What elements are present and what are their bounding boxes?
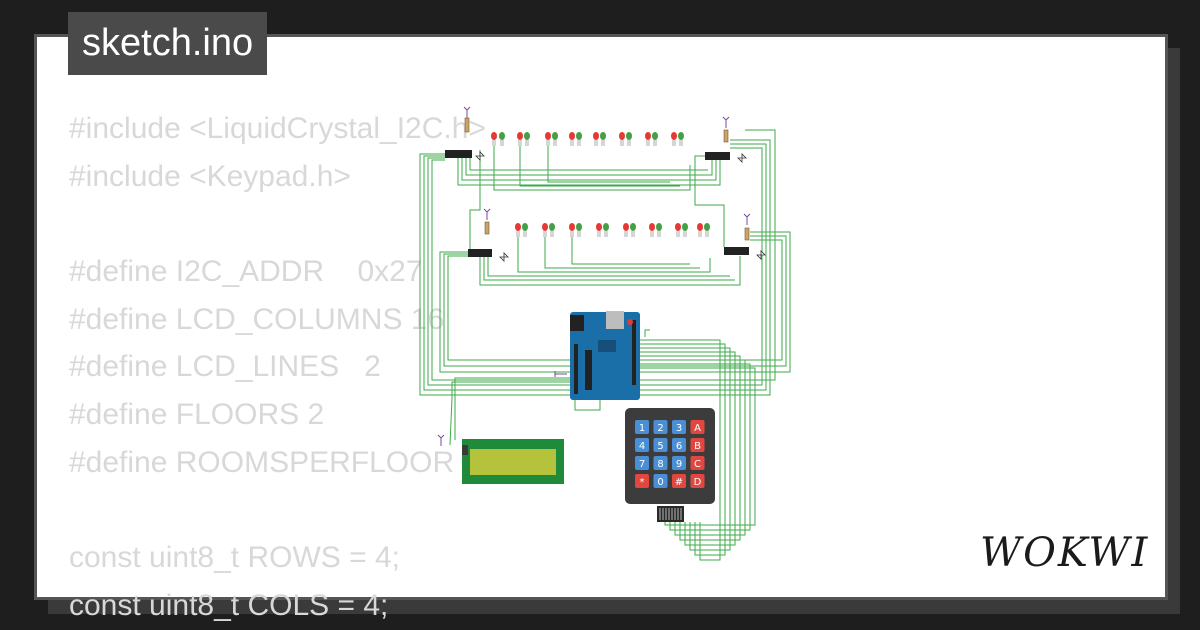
led — [593, 132, 599, 146]
code-line: #include <Keypad.h> — [69, 159, 351, 193]
svg-text:A: A — [694, 423, 701, 434]
led — [656, 223, 662, 237]
lcd-display — [462, 439, 564, 484]
led — [603, 223, 609, 237]
wokwi-logo: WOKWI — [980, 530, 1149, 576]
svg-text:C: C — [694, 459, 701, 470]
svg-text:*: * — [640, 477, 645, 488]
code-line: #include <LiquidCrystal_I2C.h> — [69, 112, 486, 145]
led — [626, 132, 632, 146]
svg-text:9: 9 — [676, 459, 682, 470]
led — [576, 223, 582, 237]
code-preview: #include <LiquidCrystal_I2C.h> #include <… — [69, 105, 486, 630]
keypad-key[interactable]: C — [690, 456, 705, 470]
arduino-uno-board — [570, 311, 640, 400]
svg-text:0: 0 — [657, 477, 663, 488]
svg-text:D: D — [694, 477, 702, 488]
keypad-key[interactable]: 8 — [653, 456, 668, 470]
led — [524, 132, 530, 146]
keypad-key[interactable]: 7 — [635, 456, 649, 470]
led — [630, 223, 636, 237]
keypad-key[interactable]: D — [690, 474, 705, 488]
led — [619, 132, 625, 146]
led — [576, 132, 582, 146]
keypad-key[interactable]: 4 — [635, 438, 649, 452]
keypad-key[interactable]: 3 — [672, 420, 686, 434]
led — [645, 132, 651, 146]
keypad-key[interactable]: 1 — [635, 420, 649, 434]
led — [545, 132, 551, 146]
resistors — [464, 117, 750, 241]
svg-text:8: 8 — [657, 459, 663, 470]
led — [596, 223, 602, 237]
led — [522, 223, 528, 237]
keypad-key[interactable]: 0 — [653, 474, 668, 488]
led — [542, 223, 548, 237]
shift-register-top-right — [705, 152, 747, 163]
filename-tab: sketch.ino — [68, 12, 268, 75]
shift-register-top-left — [445, 150, 485, 161]
led — [623, 223, 629, 237]
led — [515, 223, 521, 237]
svg-text:3: 3 — [676, 423, 682, 434]
shift-register-mid-left — [468, 249, 509, 262]
svg-text:5: 5 — [657, 441, 663, 452]
svg-text:6: 6 — [676, 441, 682, 452]
code-line: #define LCD_LINES 2 — [69, 350, 381, 384]
keypad-key[interactable]: 9 — [672, 456, 686, 470]
led — [649, 223, 655, 237]
led — [675, 223, 681, 237]
keypad-key[interactable]: 5 — [653, 438, 668, 452]
keypad-key[interactable]: * — [635, 474, 649, 488]
code-line: #define LCD_COLUMNS 16 — [69, 302, 445, 336]
led — [499, 132, 505, 146]
leds-middle-row — [515, 223, 710, 237]
svg-text:1: 1 — [639, 423, 645, 434]
leds-top-row — [491, 132, 684, 146]
led — [569, 223, 575, 237]
keypad-key[interactable]: # — [672, 474, 686, 488]
led — [678, 132, 684, 146]
led — [549, 223, 555, 237]
code-line: #define I2C_ADDR 0x27 — [69, 255, 423, 289]
shift-register-mid-right — [724, 247, 766, 260]
svg-text:7: 7 — [639, 459, 645, 470]
led — [600, 132, 606, 146]
led — [671, 132, 677, 146]
led — [491, 132, 497, 146]
svg-text:#: # — [675, 477, 683, 488]
power-markers — [437, 106, 751, 446]
led — [704, 223, 710, 237]
keypad-key[interactable]: B — [690, 438, 705, 452]
led — [652, 132, 658, 146]
svg-text:B: B — [694, 441, 701, 452]
code-line: #define FLOORS 2 — [69, 398, 325, 432]
led — [569, 132, 575, 146]
code-line: #define ROOMSPERFLOOR — [69, 445, 455, 479]
led — [682, 223, 688, 237]
membrane-keypad: 1 2 3 A 4 5 6 B 7 8 9 C * 0 # D — [625, 408, 715, 522]
keypad-key[interactable]: 6 — [672, 438, 686, 452]
led — [697, 223, 703, 237]
svg-text:4: 4 — [639, 441, 645, 452]
code-line: const uint8_t COLS = 4; — [69, 588, 389, 622]
led — [552, 132, 558, 146]
led — [517, 132, 523, 146]
svg-text:WOKWI: WOKWI — [980, 530, 1149, 576]
code-line: const uint8_t ROWS = 4; — [69, 541, 400, 575]
keypad-key[interactable]: A — [690, 420, 705, 434]
svg-text:2: 2 — [657, 423, 663, 434]
keypad-key[interactable]: 2 — [653, 420, 668, 434]
